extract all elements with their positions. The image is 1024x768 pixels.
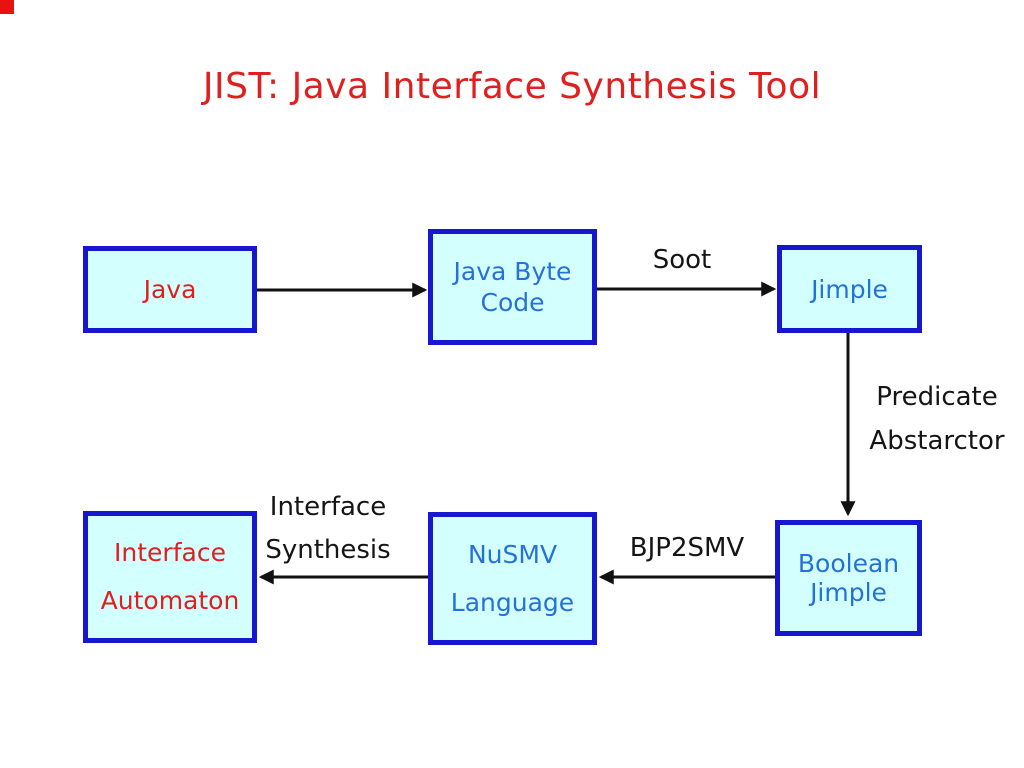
edge-label-bjp2smv: BJP2SMV [629,533,745,563]
edge-label-predicate-abstarctor: Predicate Abstarctor [869,382,1005,456]
node-interface-automaton: Interface Automaton [83,511,257,643]
node-label: Code [480,288,545,317]
edge-label-interface-synthesis: Interface Synthesis [265,492,391,565]
node-label: Java [143,275,197,304]
node-label: NuSMV [467,539,558,569]
slide-title: JIST: Java Interface Synthesis Tool [202,66,822,107]
node-label: Interface [114,538,226,567]
node-boolean-jimple: Boolean Jimple [775,520,922,636]
node-label: Language [450,587,575,617]
node-jimple: Jimple [777,245,922,333]
corner-marker [0,0,14,14]
node-nusmv-language: NuSMV Language [428,512,597,645]
edge-label-soot: Soot [652,245,712,275]
node-java: Java [83,246,257,333]
node-label: Jimple [811,274,888,304]
node-label: Java Byte [453,257,572,286]
node-label: Automaton [100,586,240,615]
node-java-byte-code: Java Byte Code [428,229,597,345]
node-label: Boolean [797,549,900,578]
node-label: Jimple [810,578,887,607]
